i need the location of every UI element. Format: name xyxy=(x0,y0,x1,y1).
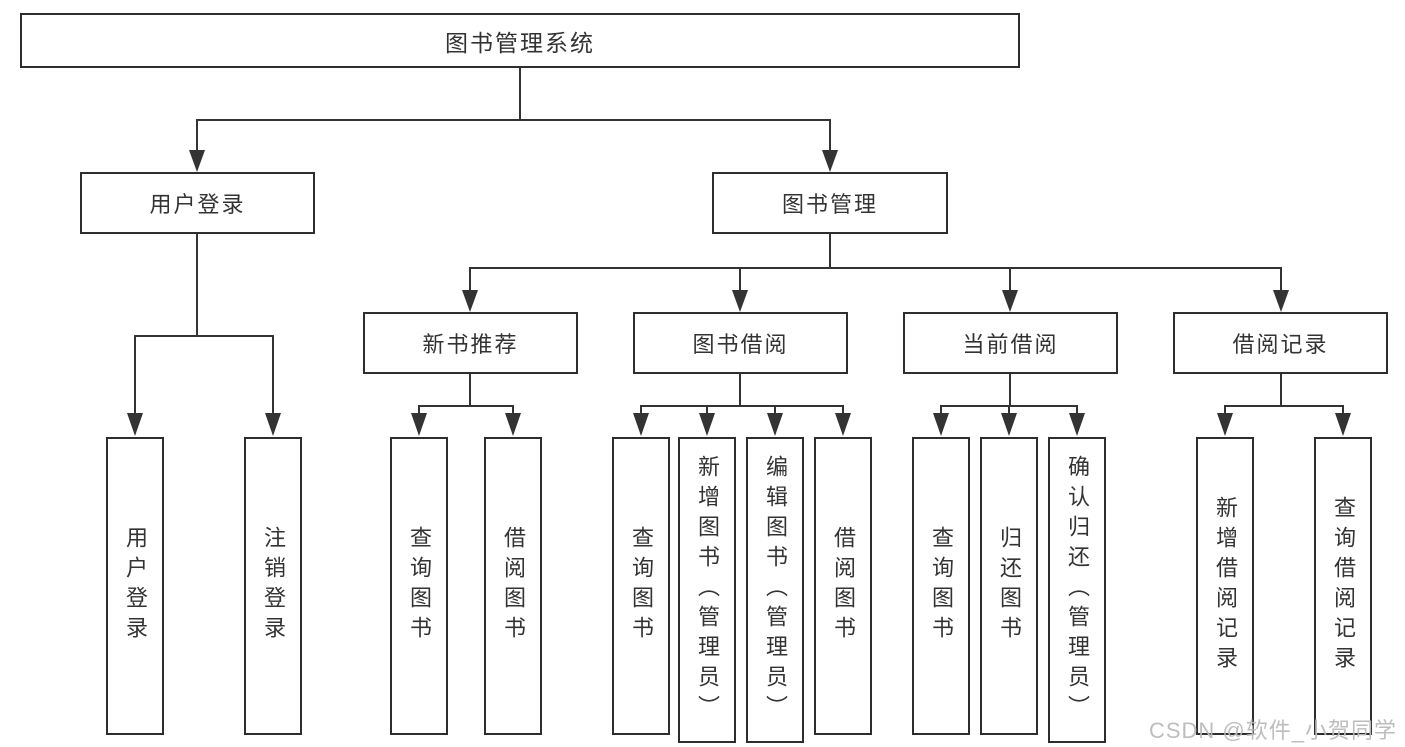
arrowhead xyxy=(767,413,783,436)
edge-current-borrow-to-leaves xyxy=(933,374,1085,436)
leaf-borrow-books: 借阅图书 xyxy=(814,437,872,735)
edge-borrow-records-to-leaves xyxy=(1217,374,1351,436)
node-label: 当前借阅 xyxy=(962,332,1059,357)
node-label: 借阅记录 xyxy=(1232,332,1329,357)
arrowhead xyxy=(1273,290,1289,312)
node-label: 图书借阅 xyxy=(692,332,789,357)
leaf-query-books-current: 查询图书 xyxy=(912,437,970,735)
arrowhead xyxy=(732,290,748,312)
leaf-add-borrow-record: 新增借阅记录 xyxy=(1196,437,1254,735)
edge-book-borrow-to-leaves xyxy=(633,374,851,436)
leaf-edit-book-admin: 编辑图书（管理员） xyxy=(746,437,804,743)
arrowhead xyxy=(1069,413,1085,436)
node-label: 借阅图书 xyxy=(831,526,856,646)
leaf-user-login: 用户登录 xyxy=(106,437,164,735)
arrowhead xyxy=(1001,413,1017,436)
node-new-book-recommend: 新书推荐 xyxy=(363,312,578,374)
arrowhead xyxy=(933,413,949,436)
arrowhead xyxy=(127,413,143,436)
leaf-query-borrow-record: 查询借阅记录 xyxy=(1314,437,1372,735)
leaf-logout: 注销登录 xyxy=(244,437,302,735)
leaf-borrow-books-recommend: 借阅图书 xyxy=(484,437,542,735)
node-label: 新书推荐 xyxy=(422,332,519,357)
node-label: 新增借阅记录 xyxy=(1213,496,1238,676)
edge-new-book-recommend-to-leaves xyxy=(411,374,521,436)
node-label: 新增图书（管理员） xyxy=(695,455,720,725)
arrowhead xyxy=(189,150,205,172)
edge-user-login-to-leaves xyxy=(127,234,281,436)
edge-book-management-to-level3 xyxy=(462,234,1289,312)
leaf-confirm-return-admin: 确认归还（管理员） xyxy=(1048,437,1106,743)
watermark-text: CSDN @软件_小贺同学 xyxy=(1148,718,1397,743)
node-label: 查询图书 xyxy=(407,526,432,646)
node-current-borrow: 当前借阅 xyxy=(903,312,1118,374)
arrowhead xyxy=(265,413,281,436)
node-borrow-records: 借阅记录 xyxy=(1173,312,1388,374)
arrowhead xyxy=(1002,290,1018,312)
node-label: 用户登录 xyxy=(123,526,148,646)
arrowhead xyxy=(633,413,649,436)
arrowhead xyxy=(411,413,427,436)
arrowhead xyxy=(1335,413,1351,436)
arrowhead xyxy=(505,413,521,436)
node-label: 查询图书 xyxy=(929,526,954,646)
arrowhead xyxy=(462,290,478,312)
node-root-library-system: 图书管理系统 xyxy=(20,13,1020,68)
node-label: 注销登录 xyxy=(261,526,286,646)
leaf-add-book-admin: 新增图书（管理员） xyxy=(678,437,736,743)
leaf-query-books-borrow: 查询图书 xyxy=(612,437,670,735)
leaf-return-book: 归还图书 xyxy=(980,437,1038,735)
node-label: 查询借阅记录 xyxy=(1331,496,1356,676)
leaf-query-books-recommend: 查询图书 xyxy=(390,437,448,735)
arrowhead xyxy=(835,413,851,436)
edge-root-to-level2 xyxy=(189,68,838,172)
node-book-borrow: 图书借阅 xyxy=(633,312,848,374)
node-label: 编辑图书（管理员） xyxy=(763,455,788,725)
arrowhead xyxy=(699,413,715,436)
node-label: 用户登录 xyxy=(149,192,246,217)
node-label: 借阅图书 xyxy=(501,526,526,646)
node-label: 图书管理 xyxy=(781,192,878,217)
node-label: 确认归还（管理员） xyxy=(1065,455,1090,725)
arrowhead xyxy=(822,150,838,172)
node-user-login: 用户登录 xyxy=(80,172,315,234)
node-label: 归还图书 xyxy=(997,526,1022,646)
node-book-management: 图书管理 xyxy=(712,172,948,234)
node-label: 查询图书 xyxy=(629,526,654,646)
node-label: 图书管理系统 xyxy=(445,29,595,56)
arrowhead xyxy=(1217,413,1233,436)
